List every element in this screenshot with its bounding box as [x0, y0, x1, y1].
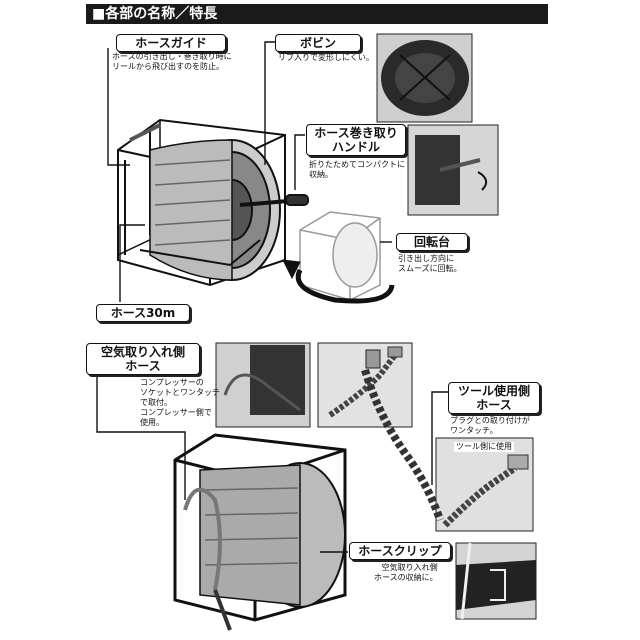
tool-side-photo-caption: ツール側に使用: [454, 442, 514, 452]
hose-clip-label: ホースクリップ: [349, 542, 451, 560]
tool-hose-illustration: [361, 368, 444, 522]
hose-clip-desc: 空気取り入れ側 ホースの収納に。: [374, 563, 438, 582]
hose-guide-desc: ホースの引き出し・巻き取り時に リールから飛び出すのを防止。: [112, 52, 232, 71]
tool-side-hose-desc: プラグとの取り付けが ワンタッチ。: [450, 416, 530, 435]
hose-guide-label: ホースガイド: [116, 34, 226, 52]
tool-side-photo: [435, 437, 534, 532]
winding-handle-desc: 折りたためてコンパクトに 収納。: [309, 160, 405, 179]
hose-reel-top-illustration: [117, 118, 309, 287]
turntable-desc: 引き出し方向に スムーズに回転。: [398, 254, 462, 273]
hose-reel-bottom-illustration: [173, 433, 347, 631]
air-inlet-hose-label: 空気取り入れ側 ホース: [86, 343, 200, 375]
section-header: ■各部の名称／特長: [86, 4, 548, 24]
bobbin-label: ボビン: [275, 34, 361, 52]
hose-30m-label: ホース30m: [96, 304, 190, 322]
turntable-label: 回転台: [396, 233, 468, 251]
tool-side-hose-label: ツール使用側 ホース: [448, 382, 540, 414]
winding-handle-label: ホース巻き取り ハンドル: [306, 124, 406, 156]
leader-lines: [96, 41, 448, 553]
bobbin-desc: リブ入りで変形しにくい。: [278, 53, 374, 62]
rotation-arrow-icon: [282, 259, 395, 304]
turntable-illustration: [299, 211, 381, 301]
air-inlet-hose-desc: コンプレッサーの ソケットとワンタッチ で取付。 コンプレッサー側で 使用。: [140, 378, 220, 427]
